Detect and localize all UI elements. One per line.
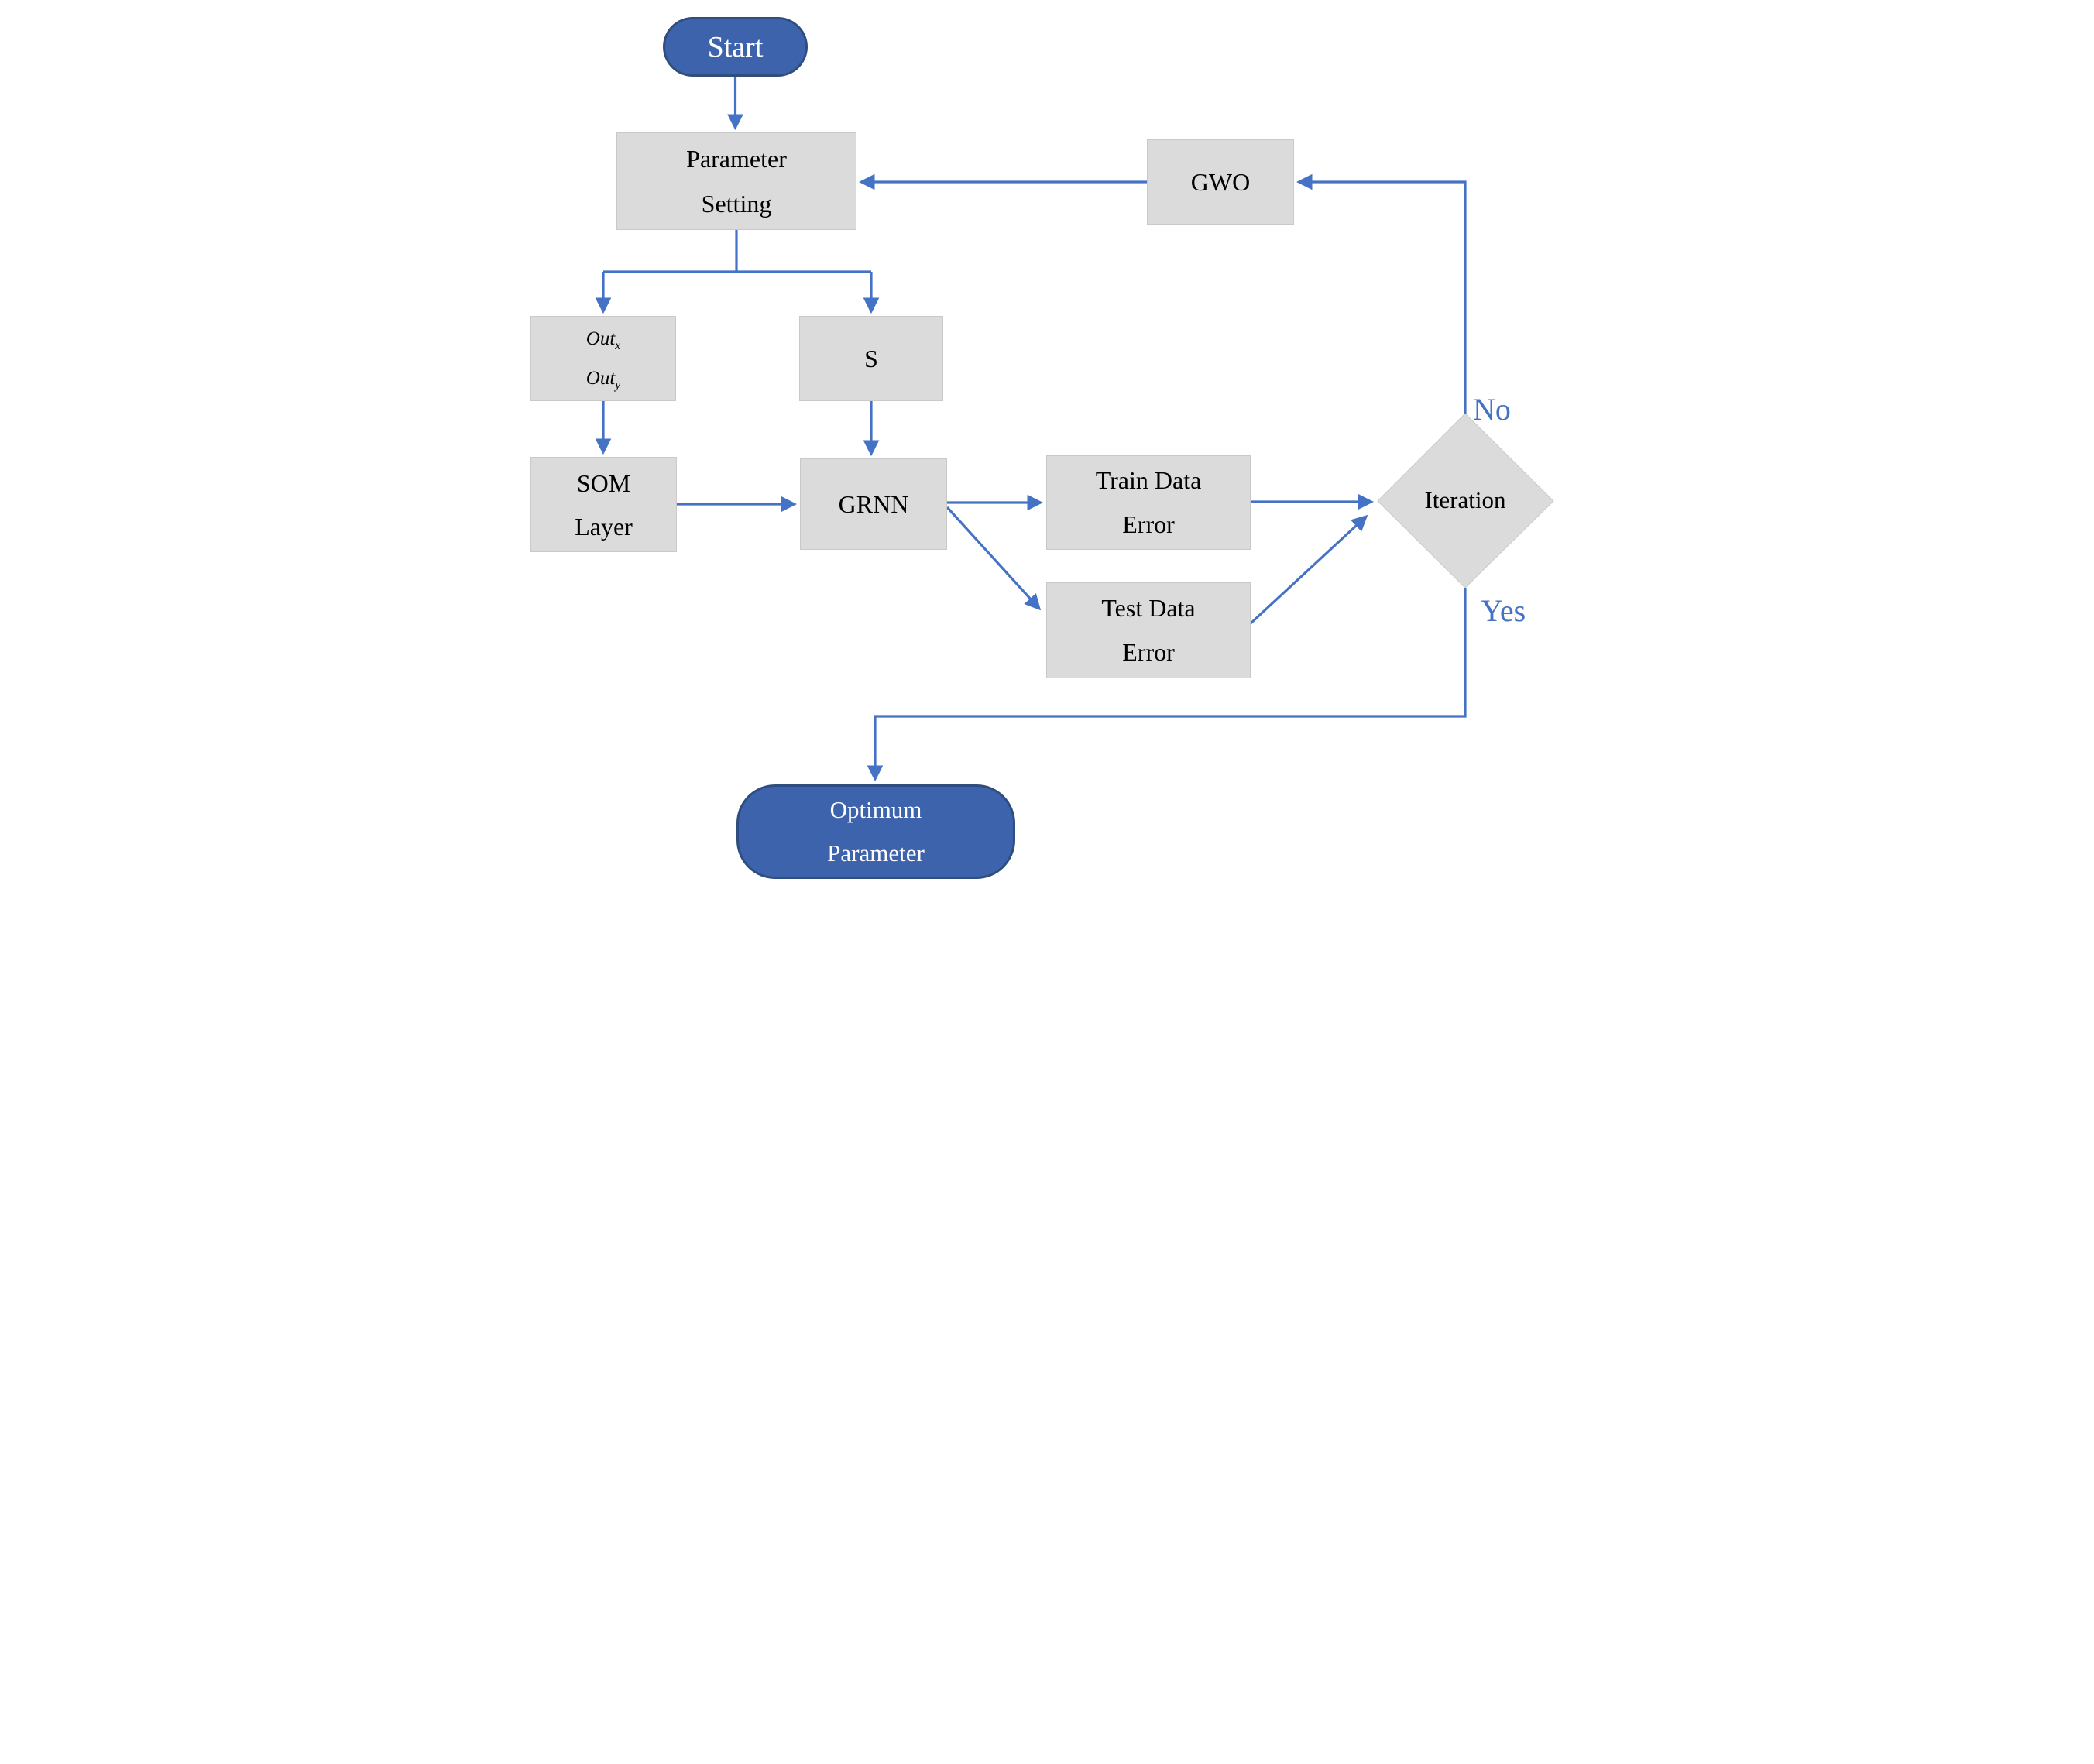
edge-grnn-to-test-data-error (946, 506, 1042, 611)
edge-test-data-error-to-iteration (1249, 514, 1368, 625)
outputs-line1-base: Out (585, 328, 616, 349)
grnn-node: GRNN (800, 458, 947, 550)
outputs-line2: Outy (586, 359, 620, 398)
grnn-label: GRNN (838, 489, 909, 518)
flowchart-edges (595, 77, 1554, 782)
s-label: S (864, 344, 878, 372)
optimum-parameter-line2: Parameter (827, 839, 925, 867)
optimum-parameter-node: Optimum Parameter (736, 784, 1015, 879)
s-node: S (799, 316, 943, 401)
parameter-setting-line1: Parameter (686, 144, 787, 173)
som-layer-node: SOM Layer (530, 457, 677, 552)
start-node: Start (663, 17, 808, 77)
gwo-node: GWO (1147, 139, 1294, 225)
edge-iteration-yes-to-optimum-parameter (867, 588, 1467, 782)
outputs-line1: Outx (586, 319, 620, 359)
start-label: Start (707, 30, 764, 63)
parameter-setting-line2: Setting (701, 190, 772, 218)
edge-iteration-no-to-gwo (1296, 173, 1467, 414)
som-layer-line2: Layer (575, 512, 633, 541)
yes-branch-label: Yes (1481, 593, 1526, 628)
outputs-line2-base: Out (585, 368, 616, 389)
train-data-error-line2: Error (1122, 510, 1175, 538)
som-layer-line1: SOM (576, 468, 631, 497)
parameter-setting-node: Parameter Setting (616, 132, 856, 230)
train-data-error-node: Train Data Error (1046, 455, 1251, 550)
flowchart-canvas: Start Parameter Setting GWO Outx Outy S … (524, 0, 1570, 882)
no-branch-label: No (1473, 392, 1511, 427)
outputs-line2-sub: y (615, 379, 621, 392)
outputs-line1-sub: x (615, 338, 621, 352)
gwo-label: GWO (1190, 167, 1251, 196)
iteration-node: Iteration (1388, 477, 1543, 523)
optimum-parameter-line1: Optimum (829, 796, 922, 824)
test-data-error-line2: Error (1122, 638, 1175, 666)
outputs-node: Outx Outy (530, 316, 676, 401)
train-data-error-line1: Train Data (1095, 466, 1202, 495)
iteration-label: Iteration (1424, 486, 1506, 513)
test-data-error-node: Test Data Error (1046, 582, 1251, 678)
test-data-error-line1: Test Data (1101, 594, 1196, 623)
